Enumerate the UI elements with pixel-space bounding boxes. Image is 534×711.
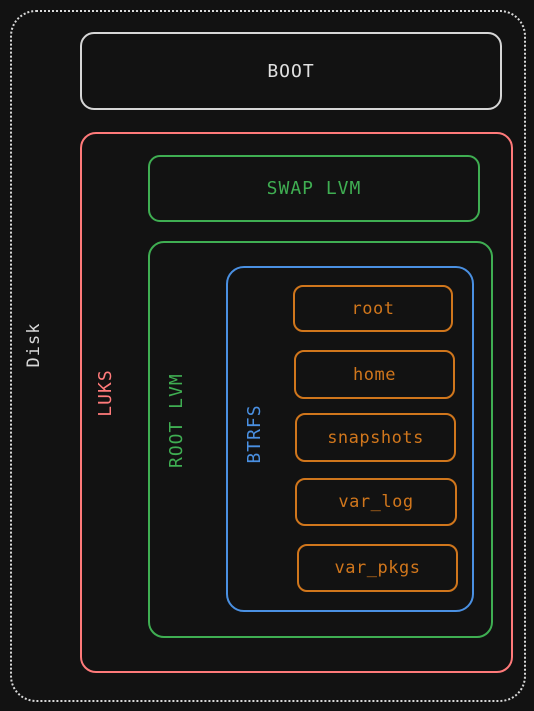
subvolume-label: home: [353, 364, 396, 385]
subvolume-var-log: var_log: [295, 478, 457, 526]
swap-lvm-volume: SWAP LVM: [148, 155, 480, 222]
disk-container: [10, 10, 526, 702]
root-lvm-volume: [148, 241, 493, 638]
btrfs-filesystem: [226, 266, 474, 612]
swap-lvm-label: SWAP LVM: [266, 178, 362, 199]
subvolume-root: root: [293, 285, 453, 332]
root-lvm-label: ROOT LVM: [166, 373, 187, 468]
subvolume-home: home: [294, 350, 455, 399]
luks-container: [80, 132, 513, 673]
btrfs-label: BTRFS: [244, 404, 265, 464]
boot-label: BOOT: [267, 60, 315, 82]
disk-label: Disk: [24, 322, 44, 368]
luks-label: LUKS: [95, 369, 116, 417]
subvolume-label: snapshots: [327, 427, 424, 448]
subvolume-label: var_pkgs: [334, 558, 421, 578]
subvolume-var-pkgs: var_pkgs: [297, 544, 458, 592]
subvolume-label: root: [351, 298, 395, 319]
boot-partition: BOOT: [80, 32, 502, 110]
subvolume-snapshots: snapshots: [295, 413, 456, 462]
subvolume-label: var_log: [338, 492, 414, 512]
